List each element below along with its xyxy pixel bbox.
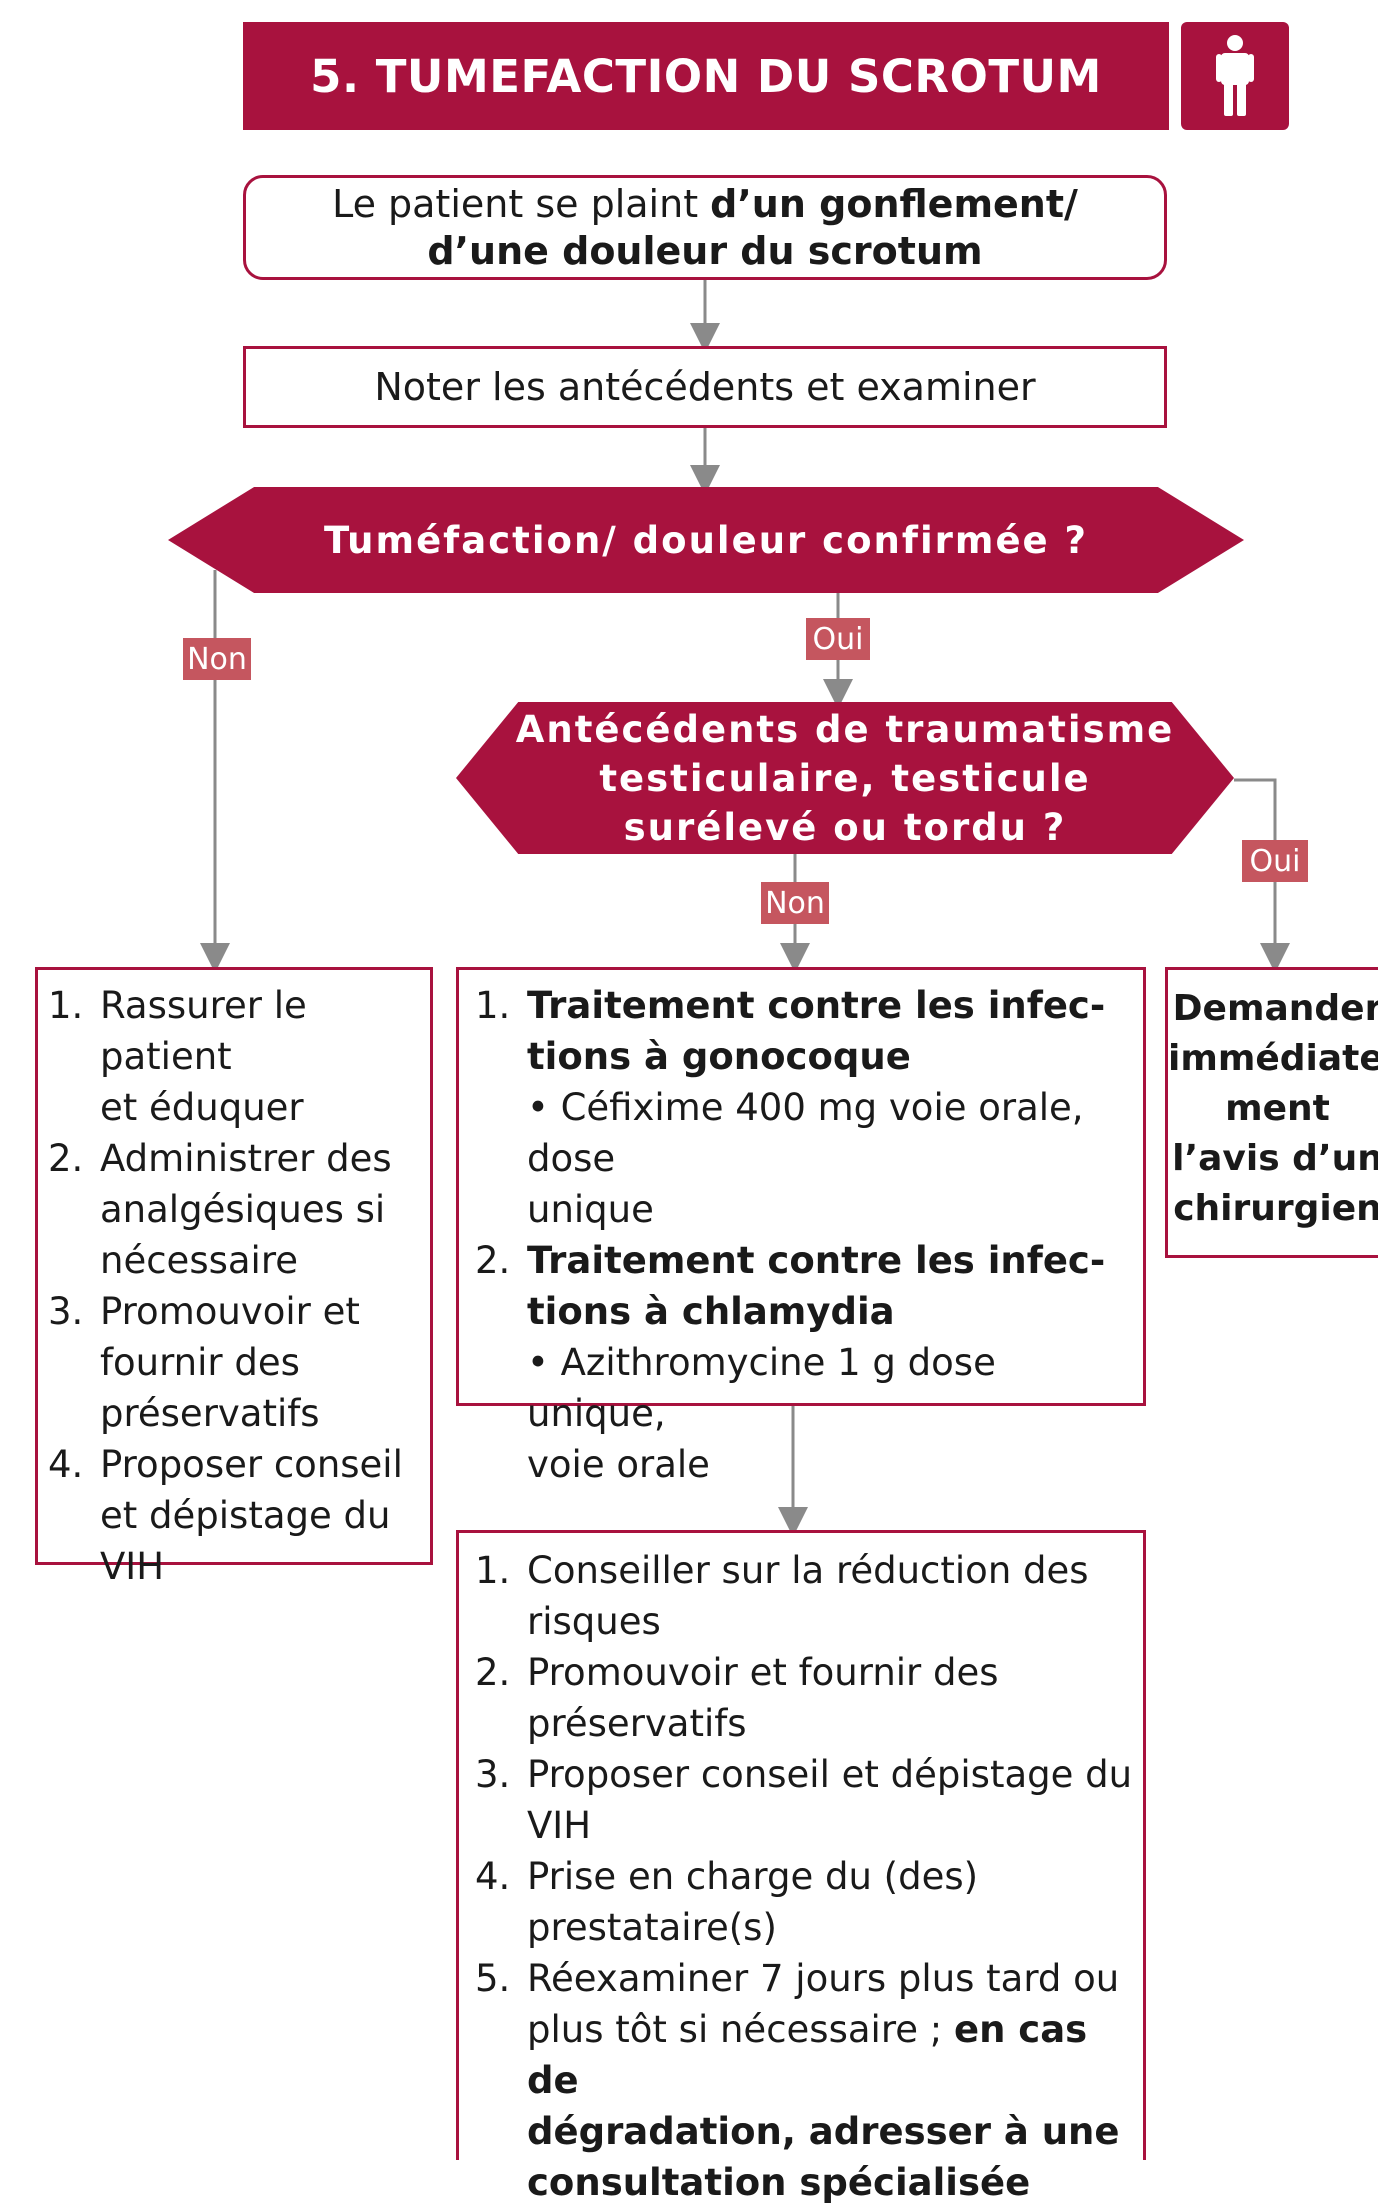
reassure-actions-box: 1. Rassurer le patient et éduquer 2. Admini… bbox=[35, 967, 433, 1588]
list-number: 3. bbox=[48, 1290, 84, 1333]
decision2-line1: Antécédents de traumatisme bbox=[515, 707, 1175, 751]
list-text: Promouvoir et bbox=[100, 1290, 360, 1333]
list-text: et dépistage du bbox=[100, 1494, 391, 1537]
patient-complaint-box: Le patient se plaint d’un gonflement/ d’… bbox=[243, 175, 1167, 280]
list-number: 2. bbox=[475, 1239, 511, 1282]
treatment-detail: unique bbox=[527, 1188, 654, 1231]
tag-non-center: Non bbox=[761, 882, 829, 924]
decision-swelling-confirmed: Tuméfaction/ douleur confirmée ? bbox=[168, 487, 1244, 593]
list-item: 2. Administrer des analgésiques si nécessai… bbox=[48, 1133, 422, 1286]
list-text-bold: dégradation, adresser à une bbox=[527, 2110, 1120, 2153]
list-text-bold: consultation spécialisée bbox=[527, 2161, 1031, 2204]
referral-text: chirurgien bbox=[1173, 1188, 1378, 1229]
follow-up-box: 1. Conseiller sur la réduction des risques… bbox=[456, 1530, 1146, 2204]
list-text: Rassurer le patient bbox=[100, 984, 307, 1078]
treatment-detail: • Céfixime 400 mg voie orale, dose bbox=[527, 1086, 1084, 1180]
list-item: 1. Rassurer le patient et éduquer bbox=[48, 980, 422, 1133]
list-text: risques bbox=[527, 1600, 661, 1643]
list-number: 2. bbox=[48, 1137, 84, 1180]
tag-oui-right: Oui bbox=[1242, 840, 1308, 882]
list-text: fournir des bbox=[100, 1341, 300, 1384]
treatment-detail: • Azithromycine 1 g dose unique, bbox=[527, 1341, 996, 1435]
list-number: 1. bbox=[475, 984, 511, 1027]
list-text: Administrer des bbox=[100, 1137, 392, 1180]
list-item: 2. Promouvoir et fournir des préservatifs bbox=[475, 1647, 1135, 1749]
exam-step-box: Noter les antécédents et examiner bbox=[243, 346, 1167, 428]
list-text: Proposer conseil et dépistage du bbox=[527, 1753, 1133, 1796]
complaint-bold-1: d’un gonflement/ bbox=[710, 181, 1078, 226]
treatment-heading: Traitement contre les infec- bbox=[527, 984, 1106, 1027]
list-text: analgésiques si bbox=[100, 1188, 386, 1231]
treatment-heading: Traitement contre les infec- bbox=[527, 1239, 1106, 1282]
treatment-heading: tions à chlamydia bbox=[527, 1290, 895, 1333]
list-number: 1. bbox=[48, 984, 84, 1027]
list-item: 5. Réexaminer 7 jours plus tard ou plus tô… bbox=[475, 1953, 1135, 2208]
complaint-prefix: Le patient se plaint bbox=[332, 181, 711, 226]
list-text-bold: en cas de bbox=[527, 2008, 1088, 2102]
list-item: 1. Traitement contre les infec-tions à go… bbox=[475, 980, 1133, 1235]
treatment-box: 1. Traitement contre les infec-tions à go… bbox=[456, 967, 1146, 1486]
list-number: 3. bbox=[475, 1753, 511, 1796]
list-text: et éduquer bbox=[100, 1086, 304, 1129]
list-text: plus tôt si nécessaire ; bbox=[527, 2008, 954, 2051]
decision-trauma-history: Antécédents de traumatisme testiculaire,… bbox=[456, 702, 1234, 854]
list-text: prestataire(s) bbox=[527, 1906, 777, 1949]
list-number: 1. bbox=[475, 1549, 511, 1592]
list-item: 3. Proposer conseil et dépistage du VIH bbox=[475, 1749, 1135, 1851]
male-person-icon bbox=[1181, 22, 1289, 130]
list-number: 4. bbox=[475, 1855, 511, 1898]
list-item: 2. Traitement contre les infec-tions à ch… bbox=[475, 1235, 1133, 1490]
list-text: Promouvoir et fournir des bbox=[527, 1651, 999, 1694]
list-text: VIH bbox=[527, 1804, 592, 1847]
list-number: 5. bbox=[475, 1957, 511, 2000]
referral-text: immédiate- bbox=[1168, 1038, 1378, 1079]
decision2-line3: surélevé ou tordu ? bbox=[623, 805, 1067, 849]
treatment-detail: voie orale bbox=[527, 1443, 710, 1486]
list-number: 2. bbox=[475, 1651, 511, 1694]
list-item: 1. Conseiller sur la réduction des risques bbox=[475, 1545, 1135, 1647]
list-item: 3. Promouvoir et fournir des préservatifs bbox=[48, 1286, 422, 1439]
list-item: 4. Proposer conseil et dépistage du VIH bbox=[48, 1439, 422, 1592]
referral-text: ment bbox=[1225, 1088, 1330, 1129]
complaint-bold-2: d’une douleur du scrotum bbox=[427, 228, 983, 273]
list-text: Prise en charge du (des) bbox=[527, 1855, 979, 1898]
list-text: Proposer conseil bbox=[100, 1443, 403, 1486]
tag-non-left: Non bbox=[183, 638, 251, 680]
list-text: préservatifs bbox=[100, 1392, 320, 1435]
list-text: VIH bbox=[100, 1545, 165, 1588]
list-number: 4. bbox=[48, 1443, 84, 1486]
referral-text: l’avis d’un bbox=[1172, 1138, 1378, 1179]
referral-text: Demander bbox=[1172, 988, 1378, 1029]
treatment-heading: tions à gonocoque bbox=[527, 1035, 911, 1078]
tag-oui-center: Oui bbox=[806, 618, 870, 660]
decision2-line2: testiculaire, testicule bbox=[599, 756, 1091, 800]
list-text: préservatifs bbox=[527, 1702, 747, 1745]
list-text: nécessaire bbox=[100, 1239, 298, 1282]
list-text: Réexaminer 7 jours plus tard ou bbox=[527, 1957, 1120, 2000]
page-title: 5. TUMEFACTION DU SCROTUM bbox=[243, 22, 1169, 130]
surgeon-referral-box: Demander immédiate- ment l’avis d’un chi… bbox=[1165, 967, 1378, 1258]
arrow-decision2-oui bbox=[1234, 778, 1290, 973]
list-text: Conseiller sur la réduction des bbox=[527, 1549, 1089, 1592]
list-item: 4. Prise en charge du (des) prestataire(s) bbox=[475, 1851, 1135, 1953]
